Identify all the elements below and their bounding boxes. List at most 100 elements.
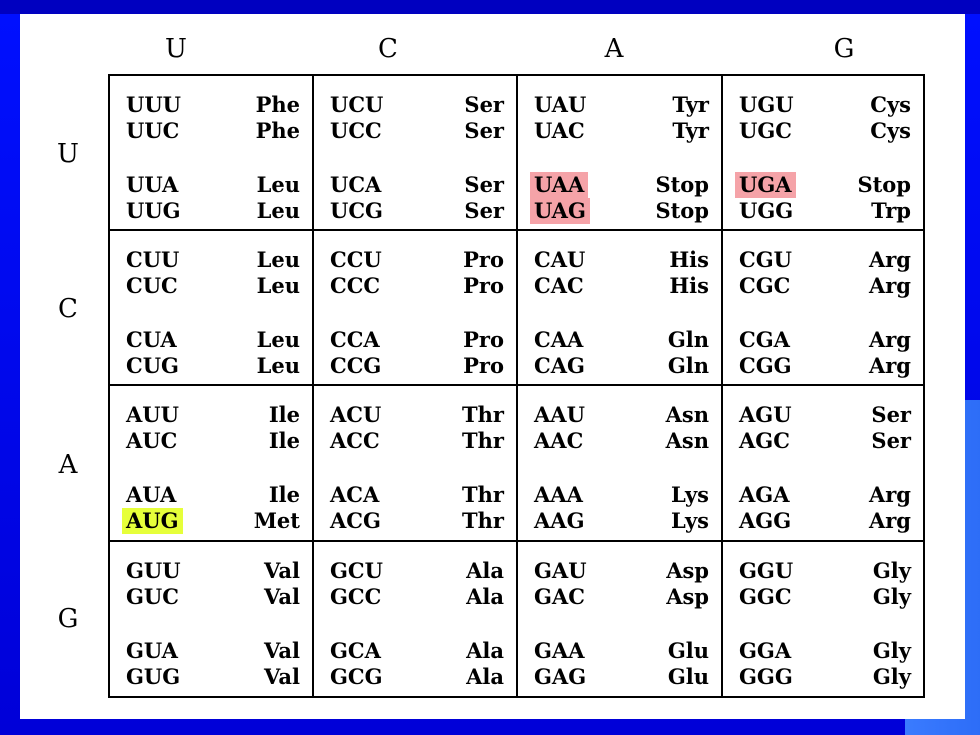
amino-acid-label: Thr xyxy=(462,428,504,453)
amino-acid-label: Asp xyxy=(666,558,709,583)
codon-label: GUC xyxy=(126,584,179,609)
codon-label: UAC xyxy=(534,118,585,143)
codon-label: ACC xyxy=(330,428,380,453)
amino-acid-label: Cys xyxy=(870,92,911,117)
amino-acid-label: Asn xyxy=(665,428,709,453)
codon-label: CAA xyxy=(534,327,584,352)
codon-entry: UCC Ser xyxy=(314,118,516,144)
amino-acid-label: Pro xyxy=(463,353,504,378)
codon-label: CCC xyxy=(330,273,381,298)
codon-label: UCU xyxy=(330,92,384,117)
amino-acid-label: Ala xyxy=(466,664,504,689)
codon-label: GUG xyxy=(126,664,181,689)
codon-label: AUC xyxy=(126,428,178,453)
codon-label: CGU xyxy=(739,247,792,272)
amino-acid-label: Val xyxy=(264,558,300,583)
codon-label: ACA xyxy=(330,482,380,507)
codon-label: GCG xyxy=(330,664,383,689)
amino-acid-label: Glu xyxy=(667,664,709,689)
amino-acid-label: Gly xyxy=(872,638,911,663)
codon-label: GGC xyxy=(739,584,792,609)
amino-acid-label: Phe xyxy=(255,118,300,143)
codon-label: UGG xyxy=(739,198,794,223)
row-header-a: A xyxy=(58,450,78,480)
amino-acid-label: Thr xyxy=(462,482,504,507)
amino-acid-label: Pro xyxy=(463,273,504,298)
codon-label: CAG xyxy=(534,353,585,378)
column-header-u: U xyxy=(165,34,187,64)
amino-acid-label: Gln xyxy=(667,327,709,352)
amino-acid-label: Cys xyxy=(870,118,911,143)
amino-acid-label: Leu xyxy=(256,273,300,298)
codon-entry: GUC Val xyxy=(110,584,312,610)
codon-label: UUC xyxy=(126,118,180,143)
column-header-row: U C A G xyxy=(20,14,965,74)
amino-acid-label: Ser xyxy=(464,92,504,117)
column-header-g: G xyxy=(833,34,855,64)
amino-acid-label: Arg xyxy=(868,273,911,298)
codon-label: UCC xyxy=(330,118,382,143)
row-header-u: U xyxy=(57,139,79,169)
codon-label: CGA xyxy=(739,327,790,352)
column-header-a: A xyxy=(604,34,624,64)
amino-acid-label: Val xyxy=(264,584,300,609)
codon-label: AUA xyxy=(126,482,177,507)
column-header-c: C xyxy=(378,34,398,64)
codon-entry: UGC Cys xyxy=(723,118,923,144)
stop-codon-label: UAA xyxy=(530,172,589,198)
amino-acid-label: Met xyxy=(253,508,300,533)
amino-acid-label: Val xyxy=(264,664,300,689)
amino-acid-label: Gly xyxy=(872,558,911,583)
codon-label: AGA xyxy=(739,482,790,507)
codon-label: CAU xyxy=(534,247,586,272)
amino-acid-label: Leu xyxy=(256,198,300,223)
amino-acid-label: Val xyxy=(264,638,300,663)
codon-label: UGC xyxy=(739,118,792,143)
codon-label: AGU xyxy=(739,402,792,427)
amino-acid-label: Phe xyxy=(255,92,300,117)
amino-acid-label: Leu xyxy=(256,327,300,352)
codon-entry: CGC Arg xyxy=(723,273,923,299)
codon-label: UCA xyxy=(330,172,382,197)
amino-acid-label: Ile xyxy=(268,402,300,427)
amino-acid-label: Ser xyxy=(464,118,504,143)
codon-label: GAU xyxy=(534,558,587,583)
codon-label: GCA xyxy=(330,638,381,663)
amino-acid-label: Gly xyxy=(872,664,911,689)
amino-acid-label: Asn xyxy=(665,402,709,427)
codon-label: CGC xyxy=(739,273,791,298)
amino-acid-label: Thr xyxy=(462,402,504,427)
